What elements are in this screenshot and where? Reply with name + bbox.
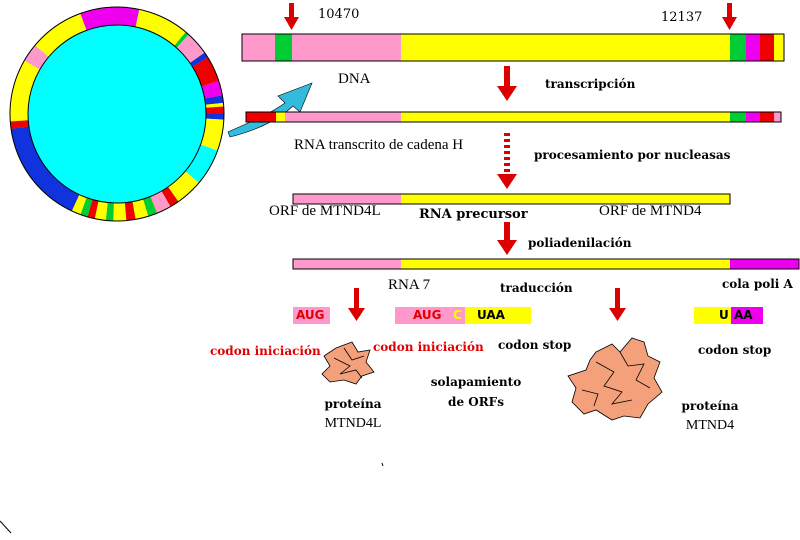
processing-arrow-icon: [497, 133, 517, 189]
start-codon-label: AUG: [413, 307, 442, 324]
poly-a-tail-label: cola poli A: [722, 277, 793, 291]
ring-segment: [183, 41, 198, 58]
rna-h-segment-red: [246, 112, 276, 122]
position-start-label: 10470: [318, 7, 359, 22]
dna-segment-mtnd4: [401, 34, 730, 61]
rna-h-segment-green: [730, 112, 746, 122]
start-codon-caption: codon iniciación: [373, 340, 484, 354]
dna-label: DNA: [338, 71, 371, 88]
ring-segment: [214, 97, 215, 104]
stop-codon-caption: codon stop: [498, 338, 571, 352]
transcription-arrow-icon: [497, 66, 517, 101]
protein-mtnd4-caption: proteína MTND4: [665, 396, 755, 436]
ring-segment: [154, 199, 166, 205]
mtdna-circle: [10, 7, 224, 221]
ring-segment: [209, 119, 215, 147]
rna-h-segment-mtnd4: [401, 112, 730, 122]
ring-segment: [166, 194, 173, 199]
rna-h-label: RNA transcrito de cadena H: [294, 137, 463, 154]
dna-bar: [242, 34, 784, 61]
orf-overlap-caption: solapamiento de ORFs: [420, 372, 532, 412]
dna-segment-green: [275, 34, 292, 61]
stop-codon-caption: codon stop: [698, 343, 771, 357]
protein-caption-line-1: proteína: [665, 396, 755, 416]
curved-arrow-icon: [228, 83, 312, 137]
rna-precursor-label: RNA precursor: [419, 207, 528, 222]
protein-mtnd4-icon: [568, 338, 662, 420]
stop-codon-yellow-box: U: [694, 307, 731, 324]
start-codon-label: AUG: [296, 307, 325, 324]
position-end-label: 12137: [661, 10, 702, 25]
protein-mtnd4l-icon: [322, 342, 374, 384]
polyadenylation-label: poliadenilación: [528, 236, 632, 250]
dna-segment-magenta: [746, 34, 760, 61]
ring-segment: [134, 208, 146, 211]
stray-mark: [0, 521, 11, 533]
rna7-bar: [293, 259, 799, 269]
start-codon-caption: codon iniciación: [210, 344, 321, 358]
orf-overlap-line-2: de ORFs: [420, 392, 532, 412]
translation-label: traducción: [500, 281, 573, 295]
dna-segment-mtnd4l: [292, 34, 401, 61]
rna7-label: RNA 7: [388, 277, 430, 294]
translation-arrow-icon: [348, 288, 365, 321]
protein-caption-line-2: MTND4: [665, 416, 755, 436]
ring-segment: [76, 203, 84, 206]
stop-codon-label: UAA: [477, 307, 505, 324]
rna-h-segment-yellow: [276, 112, 285, 122]
rna7-mtnd4l: [293, 259, 401, 269]
ring-segment: [90, 208, 97, 210]
orf-mtnd4-label: ORF de MTND4: [599, 203, 702, 220]
protein-mtnd4l-caption: proteína MTND4L: [308, 394, 398, 434]
transcription-label: transcripción: [545, 77, 635, 91]
ring-segment: [146, 205, 154, 208]
ring-segment: [197, 58, 200, 62]
rna-h-segment-red: [760, 112, 774, 122]
mtdna-core: [28, 25, 206, 203]
ring-segment: [19, 121, 20, 128]
protein-caption-line-1: proteína: [308, 394, 398, 414]
start-codon-box: AUG: [293, 307, 330, 324]
ring-segment: [32, 51, 42, 65]
stray-mark: [382, 463, 383, 466]
ring-segment: [83, 16, 137, 22]
stop-codon-box: UAA: [465, 307, 531, 324]
ring-segment: [126, 211, 134, 212]
ring-segment: [210, 84, 213, 97]
overlap-pink-box: AUG C: [395, 307, 465, 324]
dna-segment-red: [760, 34, 774, 61]
stop-codon-letters: AA: [734, 307, 753, 324]
polyadenylation-arrow-icon: [497, 222, 517, 255]
rna-h-bar: [246, 112, 781, 122]
position-arrow-icon: [722, 3, 737, 30]
protein-caption-line-2: MTND4L: [308, 414, 398, 434]
orf-mtnd4l-label: ORF de MTND4L: [269, 203, 381, 220]
dna-segment-yellow: [774, 34, 784, 61]
rna-h-segment-magenta: [746, 112, 760, 122]
ring-segment: [97, 210, 107, 212]
processing-label: procesamiento por nucleasas: [534, 148, 730, 162]
rna7-mtnd4: [401, 259, 730, 269]
position-arrow-icon: [284, 3, 299, 30]
rna-h-segment-mtnd4l: [293, 112, 401, 122]
rna-h-segment-pink: [774, 112, 781, 122]
dna-segment-green: [730, 34, 746, 61]
rna7-poly-a-tail: [730, 259, 799, 269]
orf-overlap-line-1: solapamiento: [420, 372, 532, 392]
ring-segment: [83, 206, 90, 208]
stop-codon-letter: U: [719, 307, 729, 324]
rna-h-segment-pink: [285, 112, 293, 122]
ring-segment: [200, 62, 210, 84]
overlap-codon-letter: C: [453, 307, 462, 324]
ring-segment: [180, 39, 183, 41]
translation-arrow-icon: [609, 288, 626, 321]
dna-segment-pink: [242, 34, 275, 61]
stop-codon-magenta-box: AA: [731, 307, 763, 324]
